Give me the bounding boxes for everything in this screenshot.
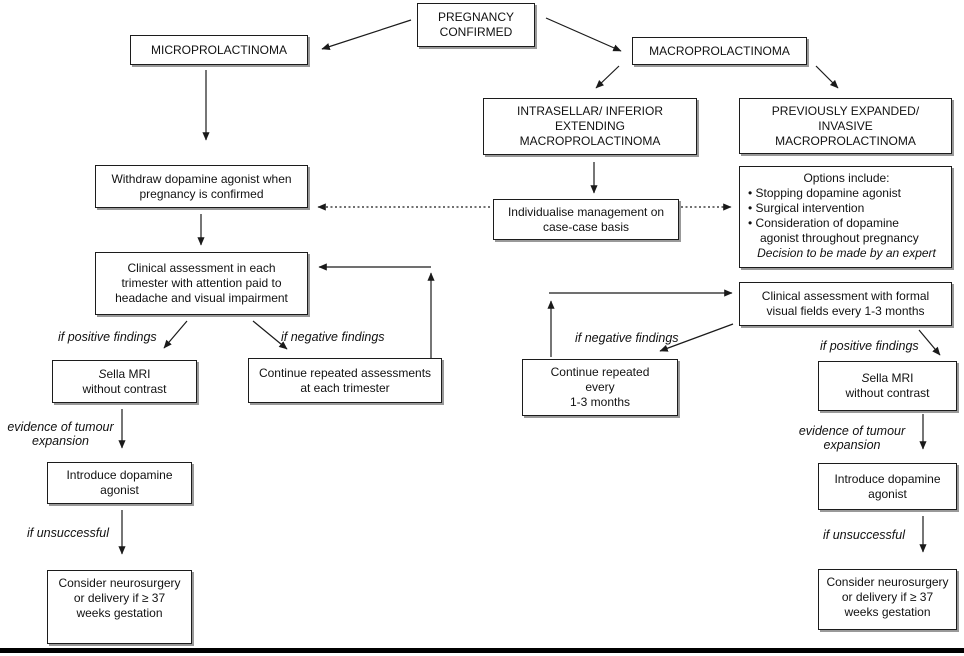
text-span: ella MRI (869, 371, 914, 385)
text-line: CONFIRMED (439, 25, 513, 39)
label-if-unsuccessful-right: if unsuccessful (823, 528, 905, 542)
text-line: every (585, 380, 615, 394)
arrow-macro-to-intrasellar (595, 65, 620, 89)
box-clinical-assessment-trimester: Clinical assessment in each trimester wi… (95, 252, 308, 315)
text-line: pregnancy is confirmed (139, 186, 264, 201)
text-line: Consider neurosurgery (58, 576, 181, 590)
text-line: or delivery if ≥ 37 (841, 590, 934, 604)
figure-bottom-rule (0, 648, 964, 653)
text-line: • Surgical intervention (748, 201, 865, 215)
text-line: agonist (868, 486, 907, 501)
text-line: evidence of tumour (798, 424, 906, 438)
text-line: MACROPROLACTINOMA (775, 133, 916, 148)
text-line: trimester with attention paid to (121, 276, 282, 290)
text-line: Introduce dopamine (834, 471, 941, 486)
text-line: PREVIOUSLY EXPANDED/ (771, 103, 920, 118)
arrow-if-negative-left (252, 320, 288, 350)
text-line: agonist (100, 483, 139, 497)
arrow-if-positive-right (918, 329, 941, 356)
label-evidence-tumour-expansion-right: evidence of tumour expansion (793, 424, 911, 452)
box-consider-neurosurgery-left: Consider neurosurgery or delivery if ≥ 3… (47, 570, 192, 644)
text-line: Clinical assessment in each (127, 261, 276, 275)
text-line: MACROPROLACTINOMA (519, 134, 661, 148)
box-consider-neurosurgery-right: Consider neurosurgery or delivery if ≥ 3… (818, 569, 957, 630)
text-line: Sella MRI (861, 371, 913, 386)
text-line: Sella MRI (98, 367, 150, 382)
text-line: agonist throughout pregnancy (760, 231, 919, 245)
text-line: Clinical assessment with formal (761, 289, 930, 303)
label-if-positive-findings-right: if positive findings (820, 339, 919, 353)
box-continue-repeated-assessments: Continue repeated assessments at each tr… (248, 358, 442, 403)
box-continue-repeated-1-3-months: Continue repeated every 1-3 months (522, 359, 678, 416)
text-line: expansion (823, 438, 881, 452)
arrow-macro-to-previously (815, 65, 839, 89)
text-line: Consider neurosurgery (826, 575, 949, 589)
label-evidence-tumour-expansion-left: evidence of tumour expansion (3, 420, 118, 448)
text-line: MACROPROLACTINOMA (649, 43, 790, 58)
text-line: EXTENDING (554, 119, 625, 133)
box-pregnancy-confirmed: PREGNANCY CONFIRMED (417, 3, 535, 47)
text-line: weeks gestation (76, 606, 163, 620)
box-individualise-management: Individualise management on case-case ba… (493, 199, 679, 240)
box-options-include: Options include: • Stopping dopamine ago… (739, 166, 952, 268)
text-line: without contrast (845, 386, 930, 400)
text-line: without contrast (82, 381, 167, 396)
text-line: INTRASELLAR/ INFERIOR (516, 104, 664, 118)
box-macroprolactinoma: MACROPROLACTINOMA (632, 37, 807, 65)
box-introduce-dopamine-left: Introduce dopamine agonist (47, 462, 192, 504)
box-microprolactinoma: MICROPROLACTINOMA (130, 35, 308, 65)
text-line: or delivery if ≥ 37 (73, 591, 166, 605)
text-span: ella MRI (106, 366, 151, 381)
arrow-pregnancy-to-micro (321, 19, 412, 51)
text-line: case-case basis (542, 219, 630, 234)
text-line: • Consideration of dopamine (748, 216, 899, 230)
text-line: evidence of tumour (7, 420, 114, 434)
text-line: Continue repeated assessments (258, 365, 432, 380)
box-intrasellar-macroprolactinoma: INTRASELLAR/ INFERIOR EXTENDING MACROPRO… (483, 98, 697, 155)
text-line: Introduce dopamine (66, 468, 173, 482)
text-line: INVASIVE (818, 118, 873, 133)
text-line: headache and visual impairment (115, 291, 288, 305)
arrow-if-negative-right (659, 323, 734, 352)
text-line: PREGNANCY (437, 10, 514, 24)
text-line: at each trimester (300, 380, 390, 395)
arrow-if-positive-left (163, 320, 188, 349)
label-if-positive-findings-left: if positive findings (58, 330, 157, 344)
text-line: visual fields every 1-3 months (766, 304, 925, 318)
italic-letter: S (98, 366, 107, 381)
text-line: Decision to be made by an expert (757, 246, 936, 260)
arrow-pregnancy-to-macro (545, 17, 622, 52)
text-line: • Stopping dopamine agonist (748, 186, 901, 200)
text-line: Options include: (803, 171, 890, 185)
box-sella-mri-left: Sella MRI without contrast (52, 360, 197, 403)
text-line: Continue repeated (550, 365, 650, 379)
text-line: Withdraw dopamine agonist when (111, 171, 292, 186)
box-clinical-assessment-visual-fields: Clinical assessment with formal visual f… (739, 282, 952, 326)
box-previously-expanded-macroprolactinoma: PREVIOUSLY EXPANDED/ INVASIVE MACROPROLA… (739, 98, 952, 154)
text-line: Individualise management on (507, 204, 665, 219)
label-if-unsuccessful-left: if unsuccessful (27, 526, 109, 540)
box-sella-mri-right: Sella MRI without contrast (818, 361, 957, 411)
italic-letter: S (861, 371, 870, 385)
label-if-negative-findings-right: if negative findings (575, 331, 679, 345)
box-withdraw-dopamine-agonist: Withdraw dopamine agonist when pregnancy… (95, 165, 308, 208)
text-line: 1-3 months (569, 395, 631, 409)
label-if-negative-findings-left: if negative findings (281, 330, 385, 344)
text-line: MICROPROLACTINOMA (150, 42, 287, 57)
text-line: weeks gestation (844, 605, 931, 619)
box-introduce-dopamine-right: Introduce dopamine agonist (818, 463, 957, 510)
text-line: expansion (32, 434, 89, 448)
